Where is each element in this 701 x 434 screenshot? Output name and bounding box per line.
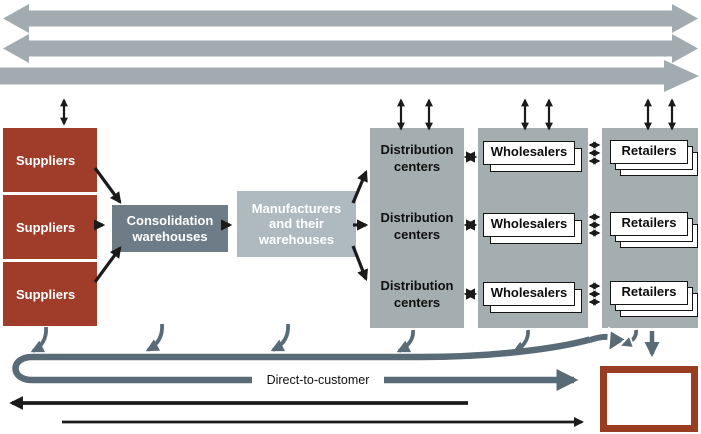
retailers-box-2: Retailers <box>610 212 688 236</box>
cash-flow-label: Cash Flow <box>229 41 295 56</box>
customer-box <box>600 366 698 432</box>
wholesalers-retailers-arrows <box>588 141 601 306</box>
wholesalers-box-2: Wholesalers <box>483 213 575 237</box>
retailers-box-1: Retailers <box>610 140 688 164</box>
information-flow-label: Information Flow <box>209 11 315 26</box>
direct-to-customer-label: Direct-to-customer <box>252 369 384 391</box>
distribution-wholesalers-arrows <box>463 151 478 300</box>
wholesalers-drop-arrow <box>511 329 530 354</box>
echelon-drop-arrows <box>30 323 530 354</box>
retailers-box-3: Retailers <box>610 281 688 305</box>
materials-flow-label: Materials and Services Flow <box>175 68 349 83</box>
supplier1-arrow <box>93 167 122 204</box>
wholesalers-box-3: Wholesalers <box>483 282 575 306</box>
wholesalers-box-1: Wholesalers <box>483 141 575 165</box>
manufacturers-drop-arrow <box>270 323 290 352</box>
distribution-centers-label-2: Distribution centers <box>380 210 454 242</box>
distribution-drop-arrow <box>396 329 415 353</box>
distribution-centers-label-1: Distribution centers <box>380 142 454 174</box>
pipe-hook-arrow <box>589 337 613 347</box>
suppliers-box-2: Suppliers <box>3 195 97 259</box>
suppliers-drop-arrow <box>30 326 48 353</box>
suppliers-box-3: Suppliers <box>3 262 97 326</box>
consolidation-drop-arrow <box>145 323 164 352</box>
retailers-drop-arrow <box>623 329 638 345</box>
consolidation-warehouses-box: Consolidation warehouses <box>112 205 228 252</box>
manufacturers-box: Manufacturers and their warehouses <box>237 191 356 257</box>
flow-exchange-arrows <box>60 98 676 131</box>
distribution-centers-panel <box>370 128 464 328</box>
retailers-drop-arrow-casing <box>621 329 641 349</box>
suppliers-box-1: Suppliers <box>3 128 97 192</box>
distribution-centers-label-3: Distribution centers <box>380 278 454 310</box>
pipe-hook-casing <box>588 331 619 350</box>
supplier3-arrow <box>93 246 122 283</box>
